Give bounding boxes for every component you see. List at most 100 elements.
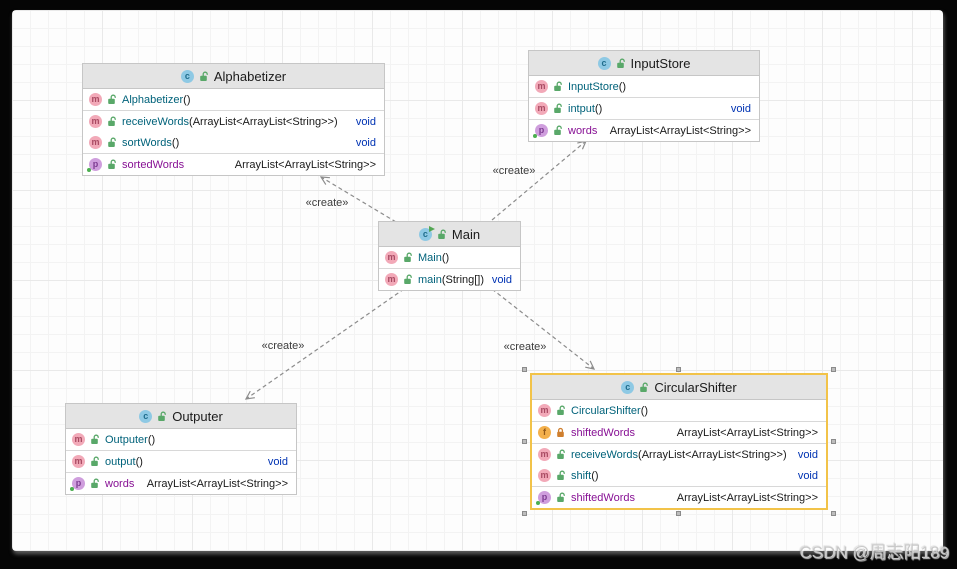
public-lock-icon (90, 434, 100, 445)
method-icon: m (538, 404, 551, 417)
member-section: p words ArrayList<ArrayList<String>> (66, 472, 296, 494)
member-signature: words (105, 478, 134, 490)
member-params: (ArrayList<ArrayList<String>>) (638, 448, 787, 461)
public-lock-icon (437, 229, 447, 240)
method-icon: m (385, 251, 398, 264)
public-lock-icon (107, 94, 117, 105)
member-params: () (171, 136, 180, 149)
method-icon: m (89, 115, 102, 128)
property-icon: p (87, 158, 102, 172)
member-signature: intput() (568, 103, 602, 115)
selection-handle[interactable] (831, 367, 836, 372)
member-section: m Alphabetizer() (83, 89, 384, 110)
member-signature: shift() (571, 470, 599, 482)
member-name: Alphabetizer (122, 93, 184, 106)
class-icon: c (597, 56, 611, 70)
selection-handle[interactable] (831, 438, 836, 444)
member-type: void (355, 115, 376, 128)
class-title: Outputer (172, 408, 223, 424)
create-dependency-edge[interactable] (319, 176, 397, 223)
member-name: receiveWords (122, 115, 190, 128)
member-type: void (267, 455, 288, 468)
member-signature: main(String[]) (418, 274, 484, 286)
property-icon: p (70, 477, 85, 491)
public-lock-icon (556, 405, 566, 416)
member-name: intput (568, 102, 595, 115)
method-row[interactable]: m CircularShifter() (532, 400, 826, 421)
member-params: () (640, 404, 649, 417)
edge-label-create: «create» (503, 341, 547, 353)
member-signature: Alphabetizer() (122, 94, 190, 106)
method-icon: m (535, 102, 548, 115)
member-type: void (355, 136, 376, 149)
class-header[interactable]: c InputStore (529, 51, 759, 76)
member-name: sortedWords (122, 158, 185, 171)
member-name: shift (571, 469, 592, 482)
field-icon: f (538, 426, 551, 439)
member-name: shiftedWords (571, 426, 635, 439)
member-signature: CircularShifter() (571, 405, 648, 417)
public-lock-icon (107, 159, 117, 170)
property-icon: p (533, 124, 548, 138)
class-title: InputStore (630, 55, 691, 71)
member-type: ArrayList<ArrayList<String>> (609, 124, 751, 137)
method-icon: m (538, 469, 551, 482)
runnable-class-icon: c (418, 225, 435, 241)
selection-handle[interactable] (522, 367, 527, 372)
method-icon: m (538, 448, 551, 461)
member-params: () (594, 102, 603, 115)
selection-handle[interactable] (522, 438, 527, 444)
property-row[interactable]: p words ArrayList<ArrayList<String>> (66, 473, 296, 494)
method-row[interactable]: m Alphabetizer() (83, 89, 384, 110)
selection-handle[interactable] (831, 511, 836, 516)
member-signature: sortedWords (122, 159, 184, 171)
public-lock-icon (556, 470, 566, 481)
member-name: main (418, 273, 442, 286)
public-lock-icon (90, 456, 100, 467)
method-icon: m (89, 136, 102, 149)
method-icon: m (89, 93, 102, 106)
create-dependency-edge[interactable] (491, 140, 588, 221)
selection-handle[interactable] (676, 367, 681, 372)
private-lock-icon (556, 427, 566, 438)
public-lock-icon (107, 137, 117, 148)
property-icon: p (536, 491, 551, 505)
edge-label-create: «create» (492, 165, 536, 177)
selection-handle[interactable] (676, 511, 681, 516)
create-dependency-edge[interactable] (491, 288, 596, 370)
method-icon: m (72, 455, 85, 468)
member-name: Main (418, 251, 442, 264)
selection-handle[interactable] (522, 511, 527, 516)
member-type: ArrayList<ArrayList<String>> (146, 477, 288, 490)
method-icon: m (535, 80, 548, 93)
